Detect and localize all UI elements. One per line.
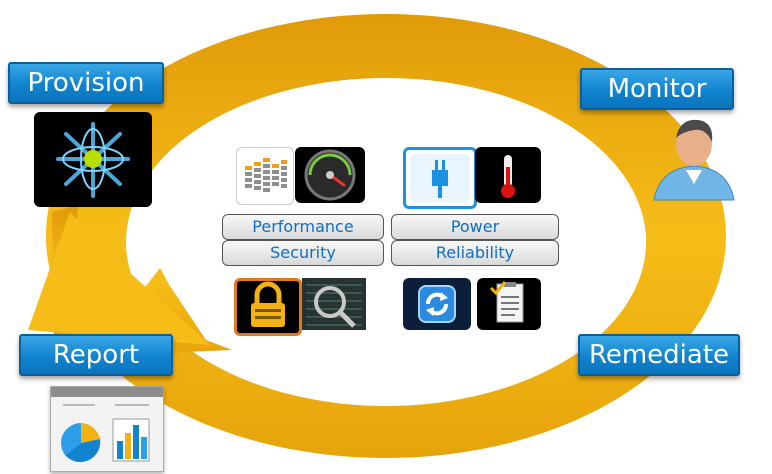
thermometer-icon bbox=[475, 147, 541, 203]
report-label: Report bbox=[19, 334, 173, 376]
network-star-icon bbox=[34, 112, 152, 207]
lock-icon bbox=[234, 278, 302, 336]
monitor-label: Monitor bbox=[580, 68, 734, 110]
power-label: Power bbox=[391, 214, 559, 240]
provision-label: Provision bbox=[8, 62, 164, 104]
checklist-icon bbox=[477, 278, 541, 330]
gauge-icon bbox=[295, 147, 365, 203]
plug-icon bbox=[403, 147, 477, 209]
performance-label: Performance bbox=[222, 214, 384, 240]
reliability-label: Reliability bbox=[391, 240, 559, 266]
remediate-label: Remediate bbox=[578, 334, 740, 376]
magnifier-icon bbox=[302, 278, 366, 330]
security-label: Security bbox=[222, 240, 384, 266]
report-charts-icon bbox=[50, 386, 164, 472]
user-avatar-icon bbox=[650, 114, 738, 202]
refresh-icon bbox=[403, 278, 471, 330]
equalizer-icon bbox=[236, 147, 294, 205]
